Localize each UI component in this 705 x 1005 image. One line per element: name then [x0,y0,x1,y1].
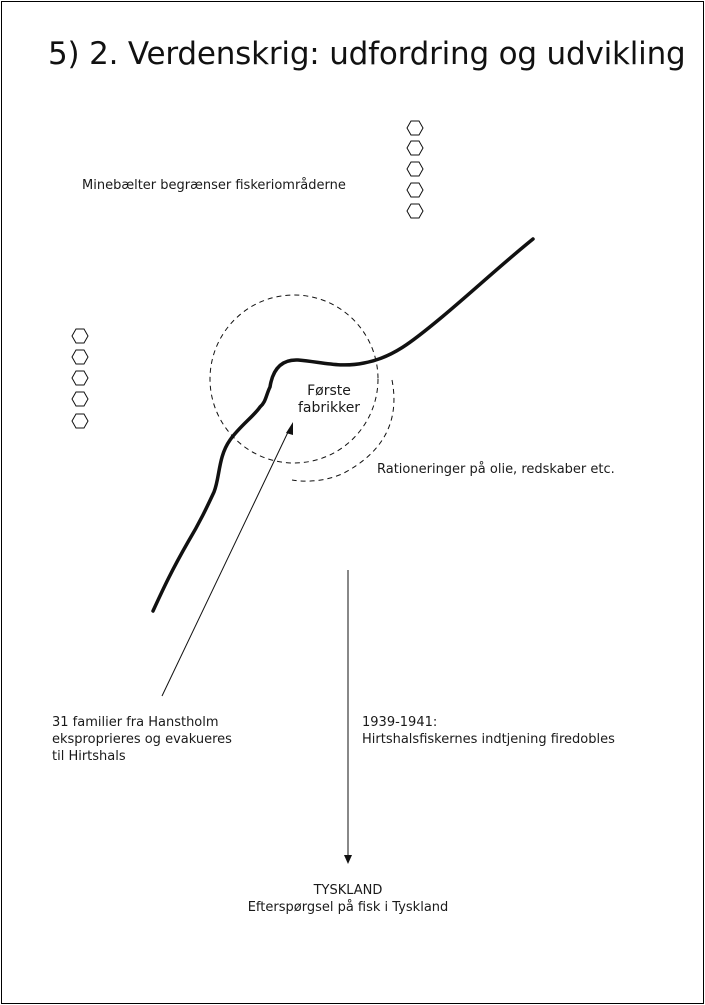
arrow-icon [344,855,352,864]
hexagon-icon [71,413,89,429]
hexagon-icon [71,391,89,407]
families-label-line-2: eksproprieres og evakueres [52,732,232,747]
hexagon-icon [406,203,424,219]
hexagon-icon [406,120,424,136]
mines-label: Minebælter begrænser fiskeriområderne [82,178,346,193]
page-title: 5) 2. Verdenskrig: udfordring og udvikli… [48,36,686,72]
hexagon-icon [406,140,424,156]
minefield-west [71,328,89,429]
families-label: 31 familier fra Hanstholm eksproprieres … [52,714,232,765]
germany-label-line-1: TYSKLAND [313,883,383,898]
germany-label: TYSKLAND Efterspørgsel på fisk i Tysklan… [228,882,468,916]
hexagon-icon [71,370,89,386]
earnings-label: 1939-1941: Hirtshalsfiskernes indtjening… [362,714,615,748]
hexagon-icon [71,349,89,365]
minefield-north [406,120,424,219]
rationing-label: Rationeringer på olie, redskaber etc. [377,462,615,477]
factory-area-circle [209,294,379,464]
factories-label-line-2: fabrikker [297,400,361,416]
families-label-line-1: 31 familier fra Hanstholm [52,715,219,730]
export-arrow [344,570,352,864]
arrow-icon [286,422,293,435]
earnings-label-line-1: 1939-1941: [362,715,438,730]
rationing-arc [291,379,395,482]
hexagon-icon [406,182,424,198]
earnings-label-line-2: Hirtshalsfiskernes indtjening firedobles [362,732,615,747]
germany-label-line-2: Efterspørgsel på fisk i Tyskland [247,900,449,915]
hexagon-icon [71,328,89,344]
factories-label-line-1: Første [307,383,351,399]
coastline-curve [151,237,535,613]
hexagon-icon [406,161,424,177]
families-label-line-3: til Hirtshals [52,749,126,764]
evacuation-arrow [161,422,293,697]
factories-label: Første fabrikker [292,383,366,417]
